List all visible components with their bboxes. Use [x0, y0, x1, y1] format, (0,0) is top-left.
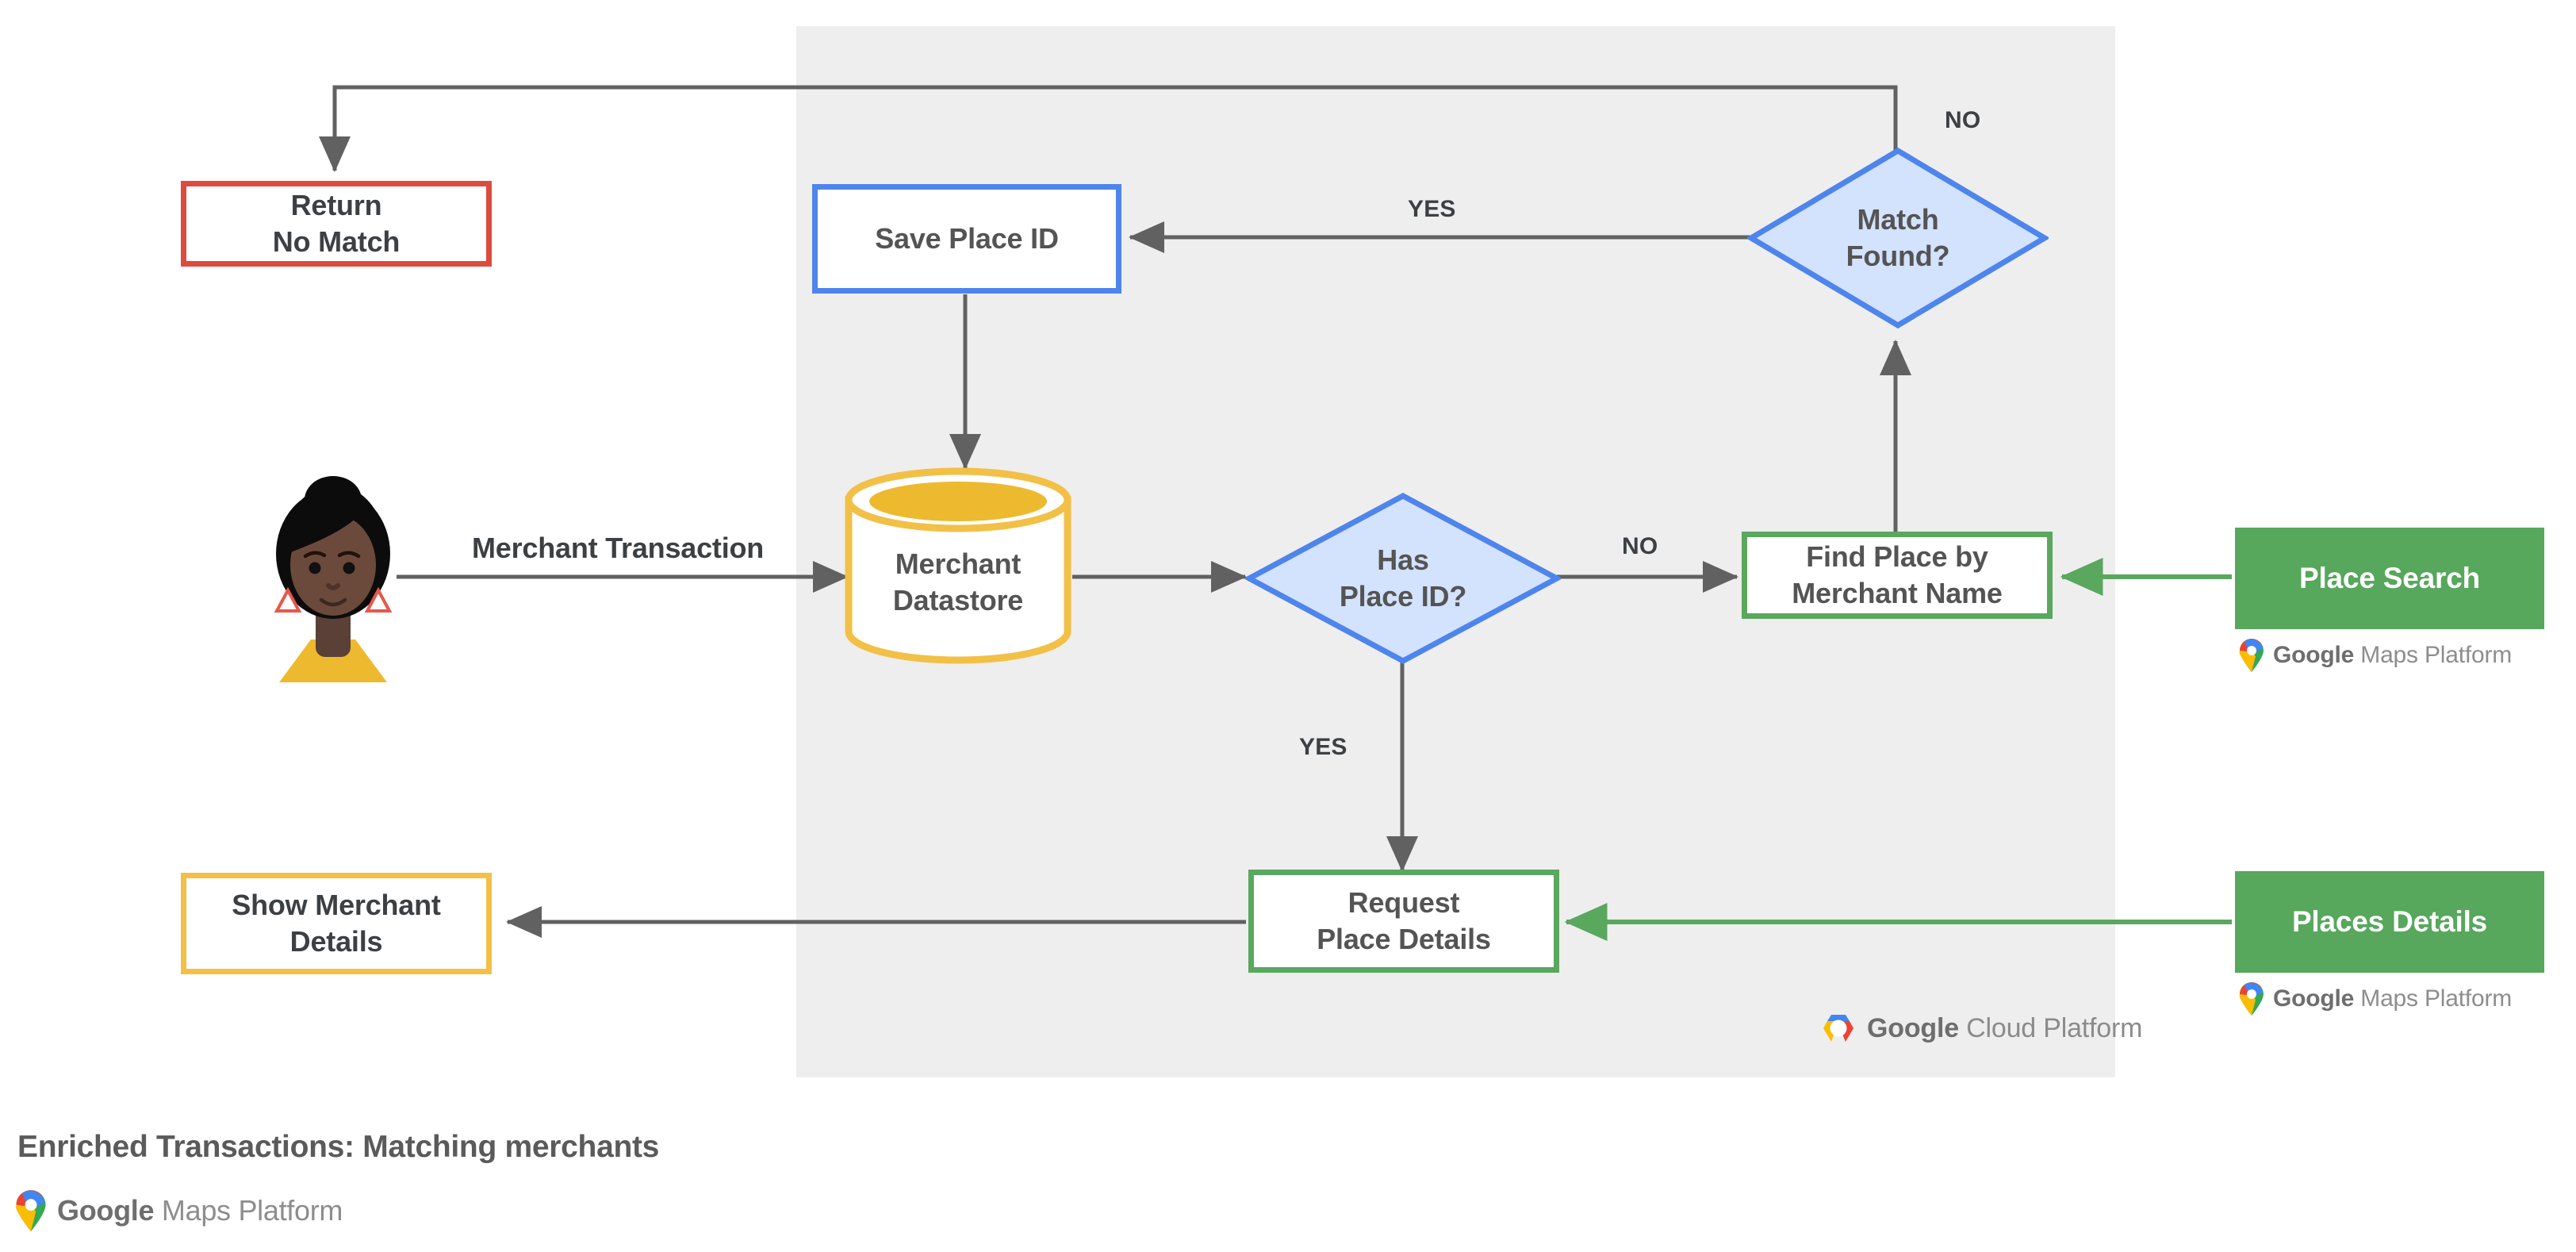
- gmp-brand-text: Google: [57, 1194, 155, 1227]
- gmp-suffix-text: Maps Platform: [161, 1194, 343, 1227]
- user-avatar: [262, 460, 404, 682]
- node-save-place-id[interactable]: Save Place ID: [812, 184, 1121, 294]
- api-chip-place-search-label: Place Search: [2299, 562, 2480, 594]
- gmp-brand-text: Google: [2273, 642, 2355, 668]
- gcp-brand-text: Google: [1867, 1012, 1959, 1043]
- google-maps-pin-icon: [2239, 639, 2264, 672]
- node-request-place-details[interactable]: Request Place Details: [1248, 870, 1559, 973]
- google-maps-platform-logo-place-search: Google Maps Platform: [2238, 639, 2512, 672]
- edge-label-match-found-yes: YES: [1408, 196, 1456, 222]
- gmp-suffix-text: Maps Platform: [2360, 642, 2513, 668]
- api-chip-place-search[interactable]: Place Search: [2235, 528, 2544, 629]
- google-maps-pin-icon: [2239, 982, 2264, 1016]
- google-maps-platform-logo-text: Google Maps Platform: [57, 1194, 343, 1227]
- google-cloud-platform-logo: Google Cloud Platform: [1821, 1012, 2142, 1044]
- node-has-place-id-label: Has Place ID?: [1339, 543, 1467, 613]
- gmp-suffix-text: Maps Platform: [2360, 985, 2513, 1012]
- page-caption: Enriched Transactions: Matching merchant…: [17, 1130, 660, 1164]
- edge-label-merchant-transaction: Merchant Transaction: [472, 532, 765, 564]
- node-find-place-by-merchant-name-label: Find Place by Merchant Name: [1792, 540, 2003, 609]
- node-return-no-match-label: Return No Match: [272, 188, 401, 258]
- node-find-place-by-merchant-name[interactable]: Find Place by Merchant Name: [1742, 532, 2053, 619]
- node-request-place-details-label: Request Place Details: [1317, 885, 1491, 955]
- gcp-suffix-text: Cloud Platform: [1966, 1012, 2143, 1043]
- gmp-brand-text: Google: [2273, 985, 2355, 1012]
- node-show-merchant-details[interactable]: Show Merchant Details: [181, 873, 492, 974]
- google-maps-pin-icon: [16, 1190, 46, 1231]
- node-show-merchant-details-label: Show Merchant Details: [232, 888, 441, 958]
- edge-label-match-found-no: NO: [1945, 107, 1981, 133]
- google-cloud-hexagon-icon: [1823, 1015, 1853, 1042]
- google-maps-platform-logo-text: Google Maps Platform: [2273, 642, 2512, 669]
- node-has-place-id[interactable]: Has Place ID?: [1245, 492, 1561, 665]
- google-maps-platform-logo-text: Google Maps Platform: [2273, 985, 2512, 1012]
- node-merchant-datastore[interactable]: Merchant Datastore: [842, 467, 1074, 665]
- edge-label-has-place-id-yes: YES: [1299, 734, 1347, 760]
- node-match-found[interactable]: Match Found?: [1747, 147, 2049, 329]
- node-save-place-id-label: Save Place ID: [875, 221, 1059, 255]
- api-chip-places-details-label: Places Details: [2291, 905, 2488, 938]
- node-return-no-match[interactable]: Return No Match: [181, 181, 492, 267]
- api-chip-places-details[interactable]: Places Details: [2235, 871, 2544, 973]
- google-maps-platform-logo-footer: Google Maps Platform: [14, 1190, 343, 1231]
- google-maps-platform-logo-places-details: Google Maps Platform: [2238, 982, 2512, 1016]
- node-match-found-label: Match Found?: [1846, 202, 1950, 272]
- google-cloud-platform-logo-text: Google Cloud Platform: [1867, 1013, 2142, 1044]
- node-merchant-datastore-label: Merchant Datastore: [892, 547, 1024, 616]
- edge-label-has-place-id-no: NO: [1622, 533, 1658, 559]
